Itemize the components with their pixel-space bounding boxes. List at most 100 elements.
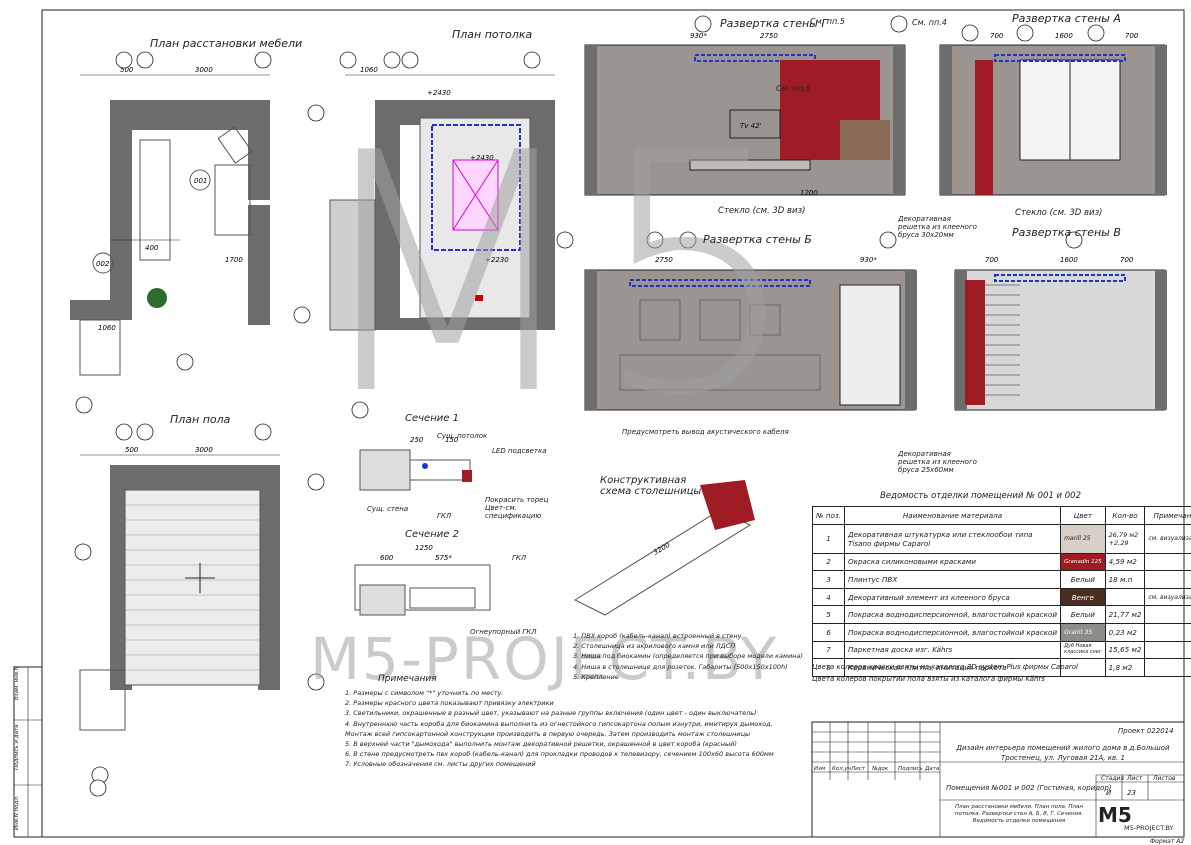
- side-label: Инв.N подл.: [14, 795, 20, 830]
- notes-list: 1. Размеры с символом "*" уточнить по ме…: [345, 688, 774, 770]
- spec-cell-name: Покраска воднодисперсионной, влагостойко…: [844, 606, 1060, 624]
- spec-header: Наименование материала: [844, 507, 1060, 525]
- spec-header: Примечание: [1145, 507, 1191, 525]
- spec-cell-qty: 1,8 м2: [1105, 659, 1145, 677]
- note-item: 1. Размеры с символом "*" уточнить по ме…: [345, 688, 774, 698]
- svg-text:930*: 930*: [860, 256, 877, 264]
- countertop-legend-item: 2. Столешница из акрилового камня или ЛД…: [573, 641, 803, 651]
- spec-cell-note: [1145, 623, 1191, 641]
- spec-row: 4 Декоративный элемент из клееного бруса…: [813, 588, 1191, 606]
- svg-text:700: 700: [1125, 32, 1139, 40]
- gkl-label-2: ГКЛ: [512, 554, 526, 562]
- spec-cell-name: Плинтус ПВХ: [844, 571, 1060, 589]
- spec-cell-n: 4: [813, 588, 845, 606]
- watermark-logo: M5: [305, 110, 804, 440]
- spec-row: 6 Покраска воднодисперсионной, влагостой…: [813, 623, 1191, 641]
- spec-cell-name: Декоративный элемент из клееного бруса: [844, 588, 1060, 606]
- sheet-label: Лист: [1127, 775, 1142, 782]
- side-label: Взам. инв.N: [14, 666, 20, 700]
- elevation-a: 700 1600 700: [940, 32, 1167, 195]
- note-item: 3. Светильники, окрашенные в разный цвет…: [345, 708, 774, 718]
- svg-text:001: 001: [194, 177, 207, 185]
- see-pp6-label: См. пп.6: [776, 84, 811, 93]
- svg-text:3000: 3000: [195, 446, 213, 454]
- site: M5-PROJECT.BY: [1124, 824, 1174, 832]
- furniture-plan-title: План расстановки мебели: [150, 37, 302, 50]
- svg-text:1700: 1700: [225, 256, 243, 264]
- existing-ceiling-label: Сущ. потолок: [437, 432, 487, 440]
- spec-header: Цвет: [1061, 507, 1106, 525]
- svg-text:700: 700: [1120, 256, 1134, 264]
- col-header: Дата: [925, 766, 939, 772]
- spec-cell-color: Granit 35: [1061, 623, 1106, 641]
- svg-text:3200: 3200: [652, 541, 672, 557]
- spec-cell-qty: 0,23 м2: [1105, 623, 1145, 641]
- project-rooms: Помещения №001 и 002 (Гостиная, коридор): [946, 784, 1112, 792]
- countertop-legend-item: 1. ПВХ короб (кабель-канал) встроенный в…: [573, 631, 803, 641]
- see-pp5-label: См. пп.5: [810, 17, 845, 26]
- svg-text:930*: 930*: [690, 32, 707, 40]
- spec-row: 5 Покраска воднодисперсионной, влагостой…: [813, 606, 1191, 624]
- svg-text:2750: 2750: [760, 32, 778, 40]
- spec-cell-qty: 18 м.п: [1105, 571, 1145, 589]
- spec-cell-name: Паркетная доска изг. Kährs: [844, 641, 1060, 659]
- spec-cell-qty: 4,59 м2: [1105, 553, 1145, 571]
- sheet-description: План расстановки мебели. План пола. План…: [944, 804, 1094, 825]
- spec-row: 1 Декоративная штукатурка или стеклообои…: [813, 524, 1191, 553]
- note-item: 4. Внутреннюю часть короба для биокамина…: [345, 719, 774, 729]
- grille-30x20-label: Декоративная решетка из клееного бруса 3…: [898, 215, 980, 239]
- spec-cell-color: Дуб Новая классика снег: [1061, 641, 1106, 659]
- col-header: Изм: [814, 766, 825, 772]
- sheet-value: 23: [1127, 789, 1136, 797]
- col-header: Лист: [851, 766, 865, 772]
- countertop-legend-item: 4. Ниша в столешнице для розеток. Габари…: [573, 662, 803, 672]
- note-item: 6. В стене предусмотреть пвх короб (кабе…: [345, 749, 774, 759]
- svg-text:575*: 575*: [435, 554, 452, 562]
- section-1-title: Сечение 1: [405, 413, 459, 424]
- spec-cell-n: 2: [813, 553, 845, 571]
- svg-text:3000: 3000: [195, 66, 213, 74]
- acoustic-cable-label: Предусмотреть вывод акустического кабеля: [622, 428, 789, 436]
- glass-label-1: Стекло (см. 3D виз): [718, 206, 805, 216]
- sheets-label: Листов: [1153, 775, 1175, 782]
- stage-value: И: [1106, 789, 1111, 797]
- see-pp4-label: См. пп.4: [912, 18, 947, 27]
- project-number: Проект 022014: [1118, 727, 1174, 735]
- countertop-legend-item: 5. Крепление: [573, 672, 803, 682]
- spec-cell-n: 1: [813, 524, 845, 553]
- spec-row: 7 Паркетная доска изг. Kährs Дуб Новая к…: [813, 641, 1191, 659]
- spec-cell-name: Окраска силиконовыми красками: [844, 553, 1060, 571]
- elevation-b-title: Развертка стены Б: [703, 233, 812, 246]
- elevation-a-title: Развертка стены А: [1012, 12, 1121, 25]
- spec-cell-color: Белый: [1061, 606, 1106, 624]
- floor-plan-title: План пола: [170, 413, 230, 426]
- svg-text:700: 700: [990, 32, 1004, 40]
- countertop-legend-item: 3. Ниша под биокамин (определяется при в…: [573, 651, 803, 661]
- led-label: LED подсветка: [492, 447, 547, 455]
- countertop-scheme: 3200: [575, 480, 755, 615]
- note-item: 2. Размеры красного цвета показывают при…: [345, 698, 774, 708]
- spec-row: 2 Окраска силиконовыми красками Granadin…: [813, 553, 1191, 571]
- project-design: Дизайн интерьера помещений жилого дома в…: [944, 743, 1182, 763]
- svg-text:1600: 1600: [1055, 32, 1073, 40]
- spec-footnote-2: Цвета колеров покрытий пола взяты из кат…: [812, 675, 1045, 683]
- spec-cell-note: [1145, 659, 1191, 677]
- spec-header-row: № поз. Наименование материала Цвет Кол-в…: [813, 507, 1191, 525]
- spec-cell-qty: 26,79 м2 +2,29: [1105, 524, 1145, 553]
- grille-25x60-label: Декоративная решетка из клееного бруса 2…: [898, 450, 980, 474]
- fire-gkl-label: Огнеупорный ГКЛ: [470, 628, 537, 636]
- spec-cell-qty: 15,65 м2: [1105, 641, 1145, 659]
- spec-cell-note: [1145, 571, 1191, 589]
- spec-cell-note: см. визуализацию: [1145, 524, 1191, 553]
- spec-cell-note: см. визуализацию: [1145, 588, 1191, 606]
- stage-label: Стадия: [1101, 775, 1124, 782]
- gkl-label-1: ГКЛ: [437, 512, 451, 520]
- spec-cell-name: Декоративная штукатурка или стеклообои т…: [844, 524, 1060, 553]
- spec-cell-color: Венге: [1061, 588, 1106, 606]
- notes-title: Примечания: [378, 674, 437, 684]
- spec-cell-name: Покраска воднодисперсионной, влагостойко…: [844, 623, 1060, 641]
